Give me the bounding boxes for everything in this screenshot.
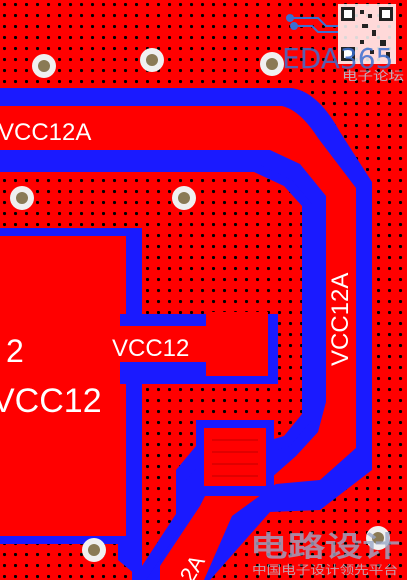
- pad-block-hatch: [212, 439, 258, 477]
- mounting-pad: [140, 48, 164, 72]
- mounting-pad: [260, 52, 284, 76]
- net-label-vcc12-trace: VCC12: [112, 335, 189, 362]
- trace-vcc12: [120, 312, 268, 376]
- watermark-top: EDA365 电子论坛: [282, 4, 404, 83]
- watermark-bottom-logo: 电路设计: [250, 530, 400, 563]
- mounting-pad: [32, 54, 56, 78]
- circuit-logo-icon: [286, 14, 338, 33]
- trace-vcc12a: [0, 106, 356, 580]
- watermark-bottom-tagline: 中国电子设计领先平台: [252, 562, 398, 577]
- watermark-logo: EDA365: [282, 42, 393, 75]
- pad-block: [204, 428, 266, 486]
- mounting-pad: [366, 526, 390, 550]
- net-label-vcc12-left: VCC12: [0, 382, 102, 420]
- mounting-pad: [10, 186, 34, 210]
- qr-code-pattern: [341, 7, 393, 61]
- mounting-pad: [172, 186, 196, 210]
- mounting-pad: [82, 538, 106, 562]
- net-label-vcc12a-top: VCC12A: [0, 119, 91, 146]
- ref-label-number: 2: [6, 333, 24, 369]
- net-label-vcc12a-side: VCC12A: [327, 273, 354, 366]
- watermark-bottom: 电路设计 中国电子设计领先平台: [250, 530, 400, 577]
- vcc12-plane: [0, 236, 126, 536]
- watermark-tagline: 电子论坛: [342, 69, 404, 83]
